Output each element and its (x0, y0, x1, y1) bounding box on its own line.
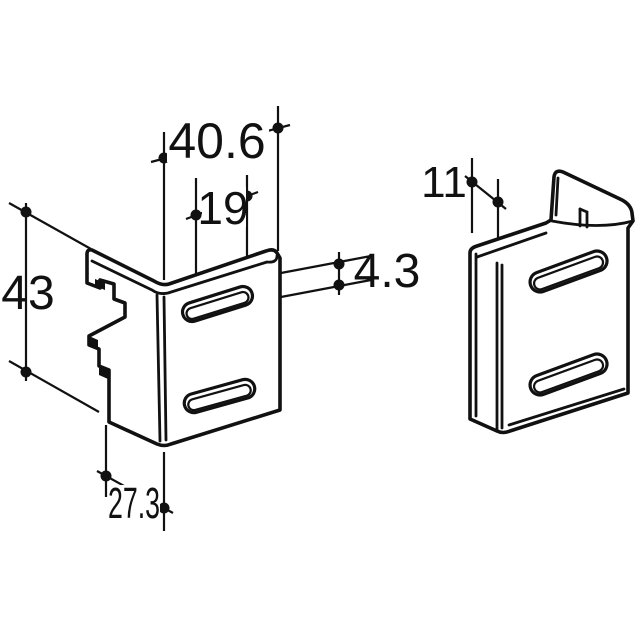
slot-outline (528, 352, 609, 397)
slot-thickness-line (187, 383, 252, 412)
dimension-dot (20, 206, 32, 218)
dim-label-overall-height: 43 (1, 267, 54, 320)
slot-outline (528, 249, 609, 294)
dim-return-flange-depth: 11 (421, 158, 504, 208)
dimension-dot (190, 209, 202, 221)
hook-tab (99, 366, 108, 379)
upper-slot (180, 284, 255, 324)
dim-label-edge-thickness: 4.3 (354, 245, 421, 298)
top-hem-line (475, 231, 548, 259)
left-bracket (85, 248, 282, 448)
dim-slot-offset: 19 (190, 182, 253, 234)
dimension-dot (158, 152, 170, 164)
dimension-labels: 40.6 19 43 27.3 4.3 (1, 113, 504, 528)
lower-slot (182, 377, 257, 415)
flange-tab (578, 207, 589, 229)
dimension-dot (333, 279, 345, 291)
slot-outline (182, 377, 257, 415)
dimension-dot (272, 122, 284, 134)
dim-label-bottom-flange-depth: 27.3 (108, 479, 160, 528)
dimension-dot (20, 366, 32, 378)
left-bracket-outline (85, 248, 282, 448)
right-bracket (468, 169, 635, 435)
lower-slot (528, 352, 609, 397)
flange-bottom-edge (550, 219, 635, 227)
leader-line (280, 254, 372, 275)
corner-bend-line (155, 293, 162, 443)
dimension-dot (333, 258, 345, 270)
hook-tab (89, 336, 98, 348)
hook-tab (95, 279, 105, 290)
dimension-dot (158, 502, 170, 514)
label-background (108, 485, 160, 520)
top-hem-line (90, 254, 279, 295)
dimension-dot (466, 176, 478, 188)
dim-overall-height: 43 (1, 206, 55, 378)
slot-outline (180, 284, 255, 324)
dim-edge-thickness: 4.3 (333, 245, 421, 298)
bottom-thickness-line (507, 387, 626, 427)
label-background (202, 187, 246, 227)
dimension-dot (100, 470, 112, 482)
dim-label-slot-offset: 19 (197, 182, 248, 234)
dim-bottom-flange-depth: 27.3 (100, 470, 170, 528)
flange-thickness-line (554, 176, 560, 217)
leader-line (280, 278, 372, 299)
slot-thickness-line (532, 255, 605, 291)
dimension-dot (492, 196, 504, 208)
label-background (167, 114, 269, 162)
upper-slot (528, 249, 609, 294)
slot-thickness-line (532, 358, 605, 394)
dim-label-return-flange-depth: 11 (421, 158, 467, 207)
slot-thickness-line (185, 290, 250, 321)
corner-bend-line (162, 295, 168, 442)
dim-front-face-width: 40.6 (158, 113, 284, 169)
dim-label-front-face-width: 40.6 (168, 113, 265, 169)
